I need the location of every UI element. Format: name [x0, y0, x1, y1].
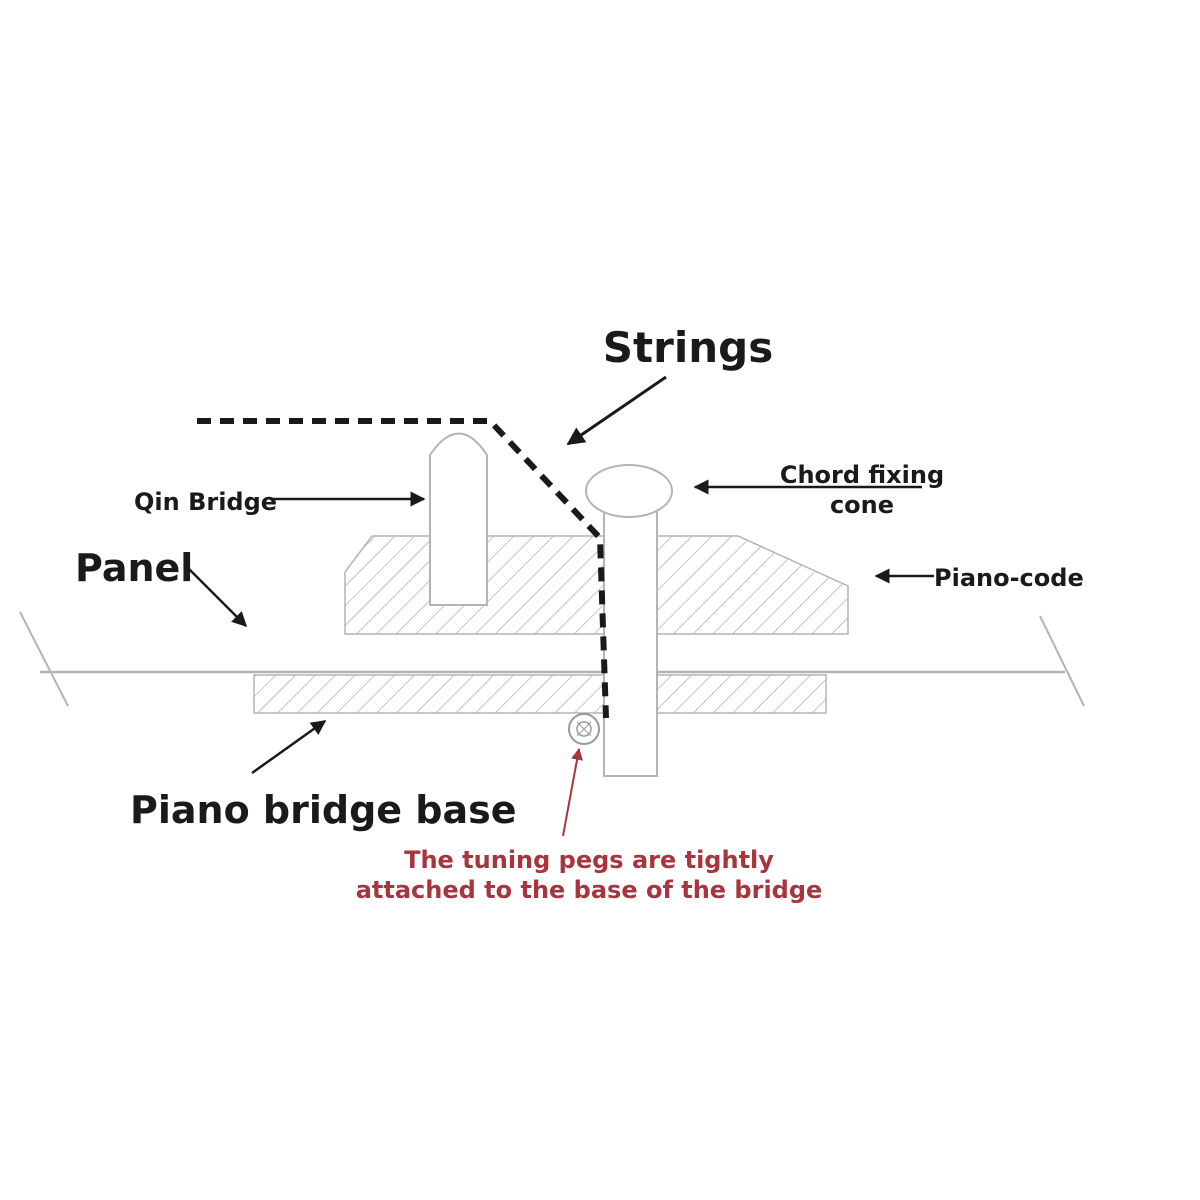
chord-fixing-label-line1: Chord fixing [780, 461, 944, 489]
piano-code-label: Piano-code [934, 564, 1084, 592]
piano-bridge-base-label: Piano bridge base [130, 788, 517, 832]
tuning-peg [568, 713, 600, 745]
panel-arrow [183, 563, 248, 628]
tuning-peg-note-line2: attached to the base of the bridge [356, 876, 823, 904]
qin-bridge-label: Qin Bridge [134, 488, 277, 516]
piano-bridge-base-arrow [251, 719, 327, 775]
panel-board [19, 611, 1085, 707]
panel-label: Panel [75, 546, 193, 590]
qin-bridge-shape [429, 432, 488, 606]
chord-fixing-cone-head [585, 464, 673, 518]
tuning-peg-note-line1: The tuning pegs are tightly [404, 846, 774, 874]
strings-label: Strings [603, 323, 773, 372]
string-line [197, 418, 609, 719]
piano-code-shape [344, 535, 849, 635]
chord-fixing-cone-shaft [603, 499, 658, 777]
chord-fixing-label-line2: cone [830, 491, 894, 519]
strings-arrow [566, 375, 667, 446]
tuning-peg-arrow [562, 747, 583, 837]
piano-bridge-base-shape [253, 674, 827, 714]
